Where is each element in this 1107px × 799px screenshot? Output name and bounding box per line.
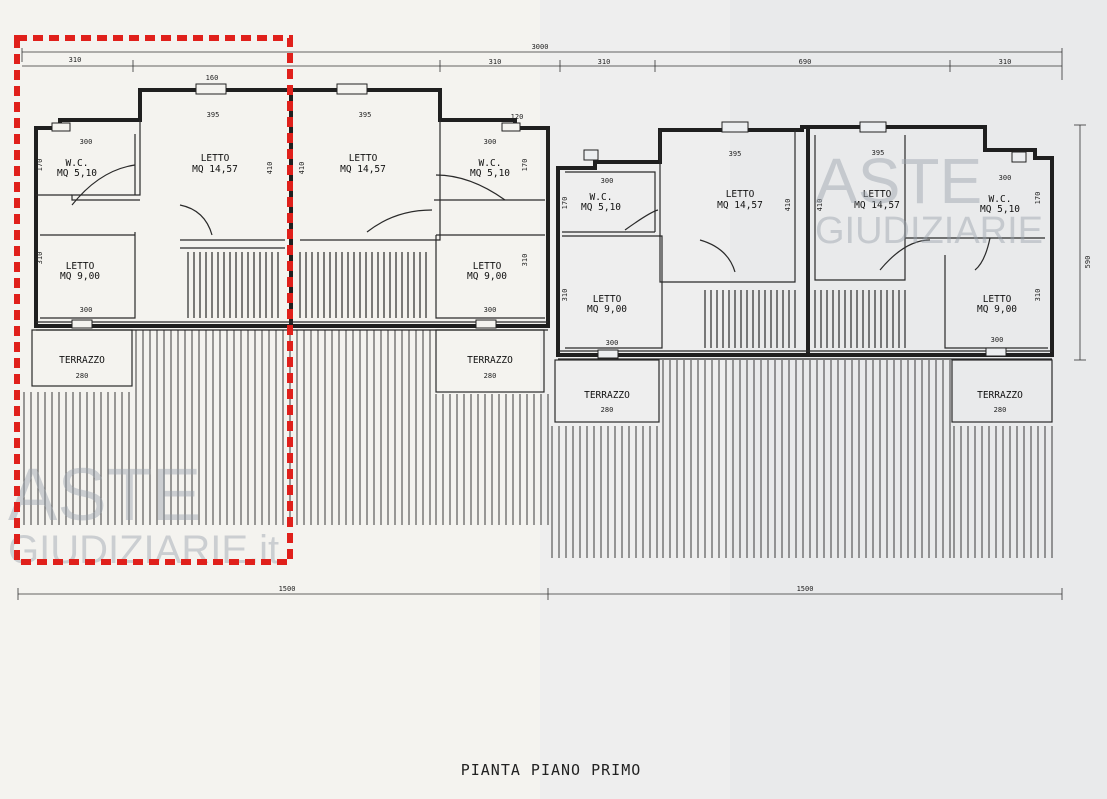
watermark-right-line1: ASTE xyxy=(815,145,982,217)
unit2-wc-area: MQ 5,10 xyxy=(470,168,510,179)
unit4-letto-small-name: LETTO xyxy=(983,294,1012,305)
unit1-letto-large-name: LETTO xyxy=(201,153,230,164)
dim-top-seg-5: 310 xyxy=(999,58,1012,66)
unit3-terrazzo-name: TERRAZZO xyxy=(584,390,630,401)
unit4-letto-small-depth: 310 xyxy=(1034,289,1042,302)
watermark-left-line2: GIUDIZIARIE.it xyxy=(8,528,279,572)
unit1-wc-name: W.C. xyxy=(66,158,89,169)
unit1-letto-large-depth: 410 xyxy=(266,162,274,175)
unit2-terrazzo-width: 280 xyxy=(484,372,497,380)
terrace-outline-4 xyxy=(951,359,1053,423)
unit4-letto-large-name: LETTO xyxy=(863,189,892,200)
unit4-wc-name: W.C. xyxy=(989,194,1012,205)
unit1-wc-depth: 170 xyxy=(36,159,44,172)
unit3-wc-name: W.C. xyxy=(590,192,613,203)
unit4-wc-area: MQ 5,10 xyxy=(980,204,1020,215)
unit4-letto-large-width: 395 xyxy=(872,149,885,157)
dim-right-depth: 590 xyxy=(1084,256,1092,269)
unit4-terrazzo-name: TERRAZZO xyxy=(977,390,1023,401)
unit2-letto-large-depth: 410 xyxy=(298,162,306,175)
unit2-letto-small-name: LETTO xyxy=(473,261,502,272)
right-block-walls xyxy=(556,121,1054,360)
unit1-letto-large-area: MQ 14,57 xyxy=(192,164,238,175)
unit1-wc-width: 300 xyxy=(80,138,93,146)
unit3-letto-small-depth: 310 xyxy=(561,289,569,302)
unit1-terrazzo-width: 280 xyxy=(76,372,89,380)
watermark-left-line1: ASTE xyxy=(8,453,201,536)
bottom-dimension-line: 1500 1500 xyxy=(17,585,1063,600)
unit1-letto-small-width: 300 xyxy=(80,306,93,314)
unit4-letto-small-area: MQ 9,00 xyxy=(977,304,1017,315)
garden-right xyxy=(551,360,1053,558)
unit3-wc-area: MQ 5,10 xyxy=(581,202,621,213)
terrace-outline-3 xyxy=(554,359,660,423)
unit3-terrazzo-width: 280 xyxy=(601,406,614,414)
unit1-letto-small-depth: 310 xyxy=(36,252,44,265)
unit3-letto-small-name: LETTO xyxy=(593,294,622,305)
dim-top-seg-3: 310 xyxy=(598,58,611,66)
unit4-letto-large-area: MQ 14,57 xyxy=(854,200,900,211)
unit4-wc-depth: 170 xyxy=(1034,192,1042,205)
dim-bottom-right: 1500 xyxy=(797,585,814,593)
unit2-letto-large-name: LETTO xyxy=(349,153,378,164)
unit1-window-label: 160 xyxy=(206,74,219,82)
unit4-letto-small-width: 300 xyxy=(991,336,1004,344)
dim-total-top: 3000 xyxy=(532,43,549,51)
terrace-outline-2 xyxy=(435,329,545,393)
unit2-wc-name: W.C. xyxy=(479,158,502,169)
unit1-letto-large-width: 395 xyxy=(207,111,220,119)
top-dimension-line: 3000 310 310 310 690 310 xyxy=(21,43,1063,80)
dim-top-seg-4: 690 xyxy=(799,58,812,66)
watermark-right: ASTE GIUDIZIARIE xyxy=(815,145,1043,252)
unit3-letto-large-area: MQ 14,57 xyxy=(717,200,763,211)
unit4-terrazzo-width: 280 xyxy=(994,406,1007,414)
unit3-letto-small-width: 300 xyxy=(606,339,619,347)
unit2-letto-small-width: 300 xyxy=(484,306,497,314)
dim-top-seg-1: 310 xyxy=(69,56,82,64)
unit2-window-label: 120 xyxy=(511,113,524,121)
dim-bottom-left: 1500 xyxy=(279,585,296,593)
unit1-wc-area: MQ 5,10 xyxy=(57,168,97,179)
unit2-wc-depth: 170 xyxy=(521,159,529,172)
unit3-letto-large-name: LETTO xyxy=(726,189,755,200)
highlight-frame-unit1 xyxy=(14,35,293,565)
unit2-letto-large-area: MQ 14,57 xyxy=(340,164,386,175)
unit3-letto-large-depth: 410 xyxy=(784,199,792,212)
unit2-letto-small-area: MQ 9,00 xyxy=(467,271,507,282)
unit4-wc-width: 300 xyxy=(999,174,1012,182)
unit3-letto-small-area: MQ 9,00 xyxy=(587,304,627,315)
unit2-letto-small-depth: 310 xyxy=(521,254,529,267)
unit1-terrazzo-name: TERRAZZO xyxy=(59,355,105,366)
unit1-letto-small-name: LETTO xyxy=(66,261,95,272)
unit3-wc-depth: 170 xyxy=(561,197,569,210)
unit2-letto-large-width: 395 xyxy=(359,111,372,119)
terrace-outline-1 xyxy=(31,329,133,387)
left-block-walls xyxy=(34,83,550,331)
drawing-title: PIANTA PIANO PRIMO xyxy=(461,761,642,779)
unit2-wc-width: 300 xyxy=(484,138,497,146)
watermark-right-line2: GIUDIZIARIE xyxy=(815,210,1043,252)
garden-left xyxy=(23,330,549,525)
unit2-terrazzo-name: TERRAZZO xyxy=(467,355,513,366)
unit1-letto-small-area: MQ 9,00 xyxy=(60,271,100,282)
unit3-letto-large-width: 395 xyxy=(729,150,742,158)
right-dimension-line: 590 xyxy=(1074,124,1092,361)
unit3-wc-width: 300 xyxy=(601,177,614,185)
unit4-letto-large-depth: 410 xyxy=(816,199,824,212)
dim-top-seg-2: 310 xyxy=(489,58,502,66)
